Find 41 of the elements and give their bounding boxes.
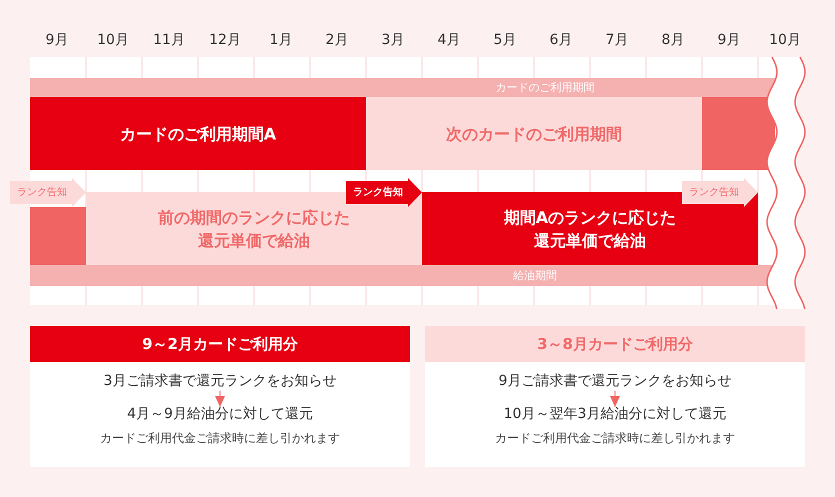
period-bar — [30, 97, 366, 170]
bar-label: 期間Aのランクに応じた還元単価で給油 — [502, 206, 678, 252]
bar-label: 次のカードのご利用期間 — [445, 122, 623, 145]
bar-label: 前の期間のランクに応じた還元単価で給油 — [157, 206, 351, 252]
card-heading: 3～8月カードご利用分 — [425, 326, 805, 362]
note-text: カードご利用代金ご請求時に差し引かれます — [494, 431, 736, 446]
month-label: 6月 — [548, 32, 574, 49]
period-band — [30, 265, 775, 286]
period-block — [30, 207, 86, 265]
month-label: 8月 — [660, 32, 686, 49]
period-band — [30, 78, 775, 97]
band-label: カードのご利用期間 — [494, 80, 596, 96]
info-card — [30, 326, 410, 467]
month-label: 10月 — [768, 32, 802, 49]
period-bar — [366, 97, 702, 170]
info-card — [425, 326, 805, 467]
month-label: 12月 — [208, 32, 242, 49]
month-label: 3月 — [380, 32, 406, 49]
notice-arrow — [346, 178, 422, 207]
refund-text: 4月～9月給油分に対して還元 — [126, 406, 314, 423]
refund-text: 10月～翌年3月給油分に対して還元 — [502, 406, 728, 423]
month-label: 9月 — [716, 32, 742, 49]
month-label: 2月 — [324, 32, 350, 49]
month-label: 7月 — [604, 32, 630, 49]
card-heading: 9～2月カードご利用分 — [30, 326, 410, 362]
notice-arrow — [682, 178, 758, 207]
notice-text: 9月ご請求書で還元ランクをお知らせ — [498, 373, 732, 390]
down-arrow — [610, 390, 620, 408]
note-text: カードご利用代金ご請求時に差し引かれます — [99, 431, 341, 446]
month-label: 1月 — [268, 32, 294, 49]
band-label: 給油期間 — [512, 268, 558, 284]
notice-arrow — [10, 178, 86, 207]
month-label: 4月 — [436, 32, 462, 49]
month-label: 11月 — [152, 32, 186, 49]
month-label: 5月 — [492, 32, 518, 49]
month-label: 10月 — [96, 32, 130, 49]
month-label: 9月 — [44, 32, 70, 49]
down-arrow — [215, 390, 225, 408]
period-block — [702, 97, 775, 170]
bar-label: カードのご利用期間A — [118, 122, 278, 145]
notice-text: 3月ご請求書で還元ランクをお知らせ — [102, 373, 338, 390]
